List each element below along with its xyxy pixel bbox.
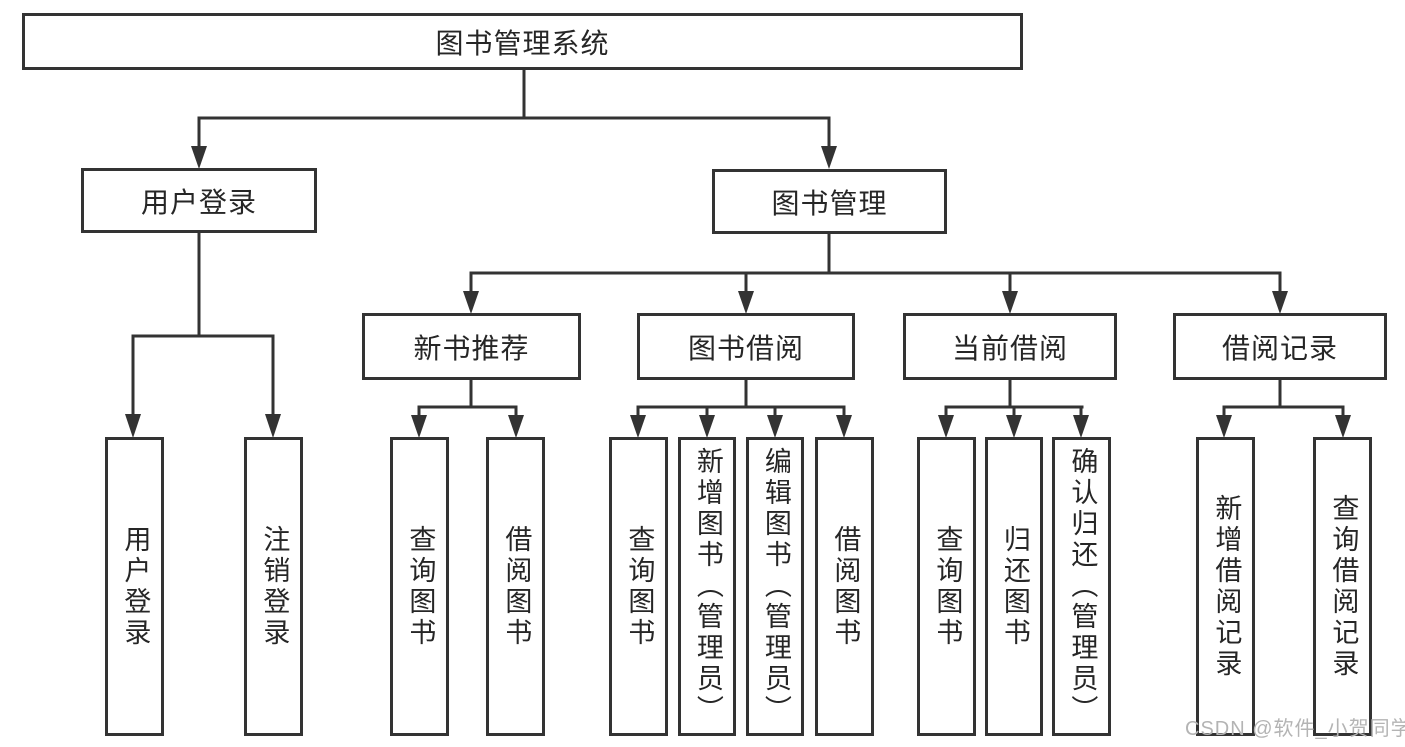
leaf-current-query: 查询图书 [917, 437, 976, 736]
node-book-management-label: 图书管理 [771, 187, 888, 219]
node-borrow-records: 借阅记录 [1173, 313, 1387, 380]
node-current-borrow: 当前借阅 [903, 313, 1117, 380]
arrow-down-icon [630, 415, 646, 438]
arrow-down-icon [265, 414, 281, 438]
edge-user-login-to-leaves [125, 233, 281, 438]
leaf-current-return: 归还图书 [985, 437, 1043, 736]
leaf-records-add-label: 新增借阅记录 [1211, 493, 1242, 680]
arrow-down-icon [411, 415, 427, 438]
leaf-logout: 注销登录 [244, 437, 303, 736]
arrow-down-icon [1335, 415, 1351, 438]
leaf-borrowing-borrow: 借阅图书 [815, 437, 874, 736]
edge-borrowing-to-leaves [630, 380, 852, 438]
arrow-down-icon [821, 146, 837, 169]
leaf-current-confirm-return-label: 确认归还（管理员） [1067, 447, 1098, 726]
arrow-down-icon [191, 146, 207, 169]
leaf-borrowing-query: 查询图书 [609, 437, 668, 736]
leaf-logout-label: 注销登录 [259, 524, 290, 649]
arrow-down-icon [508, 415, 524, 438]
edge-records-to-leaves [1216, 380, 1351, 438]
leaf-current-return-label: 归还图书 [999, 524, 1030, 649]
leaf-user-login-label: 用户登录 [120, 524, 151, 649]
node-new-books: 新书推荐 [362, 313, 581, 380]
edge-book-management-to-level3 [463, 234, 1288, 314]
arrow-down-icon [1073, 415, 1089, 438]
leaf-user-login: 用户登录 [105, 437, 164, 736]
arrow-down-icon [1002, 291, 1018, 314]
leaf-current-confirm-return: 确认归还（管理员） [1052, 437, 1111, 736]
csdn-watermark: CSDN @软件_小贺同学 [1185, 718, 1405, 740]
node-root-system-label: 图书管理系统 [435, 27, 610, 59]
leaf-borrowing-edit-label: 编辑图书（管理员） [760, 447, 791, 726]
arrow-down-icon [699, 415, 715, 438]
arrow-down-icon [1272, 291, 1288, 314]
leaf-records-query-label: 查询借阅记录 [1328, 493, 1359, 680]
leaf-newbooks-borrow-label: 借阅图书 [501, 524, 532, 649]
leaf-newbooks-borrow: 借阅图书 [486, 437, 545, 736]
edge-new-books-to-leaves [411, 380, 524, 438]
leaf-records-query: 查询借阅记录 [1313, 437, 1372, 736]
edge-current-to-leaves [938, 380, 1089, 438]
arrow-down-icon [738, 291, 754, 314]
node-borrow-records-label: 借阅记录 [1221, 332, 1338, 364]
arrow-down-icon [938, 415, 954, 438]
node-new-books-label: 新书推荐 [413, 332, 530, 364]
node-root-system: 图书管理系统 [22, 13, 1023, 70]
edge-root-to-level2 [191, 70, 837, 169]
arrow-down-icon [463, 291, 479, 314]
node-borrowing: 图书借阅 [637, 313, 855, 380]
leaf-borrowing-borrow-label: 借阅图书 [830, 524, 861, 649]
node-current-borrow-label: 当前借阅 [951, 332, 1068, 364]
node-book-management: 图书管理 [712, 169, 947, 234]
leaf-borrowing-query-label: 查询图书 [624, 524, 655, 649]
arrow-down-icon [125, 414, 141, 438]
leaf-newbooks-query-label: 查询图书 [405, 524, 436, 649]
node-user-login-label: 用户登录 [140, 186, 257, 218]
leaf-newbooks-query: 查询图书 [390, 437, 449, 736]
node-user-login: 用户登录 [81, 168, 317, 233]
leaf-current-query-label: 查询图书 [932, 524, 963, 649]
arrow-down-icon [767, 415, 783, 438]
leaf-borrowing-add: 新增图书（管理员） [678, 437, 736, 736]
leaf-records-add: 新增借阅记录 [1196, 437, 1255, 736]
arrow-down-icon [836, 415, 852, 438]
node-borrowing-label: 图书借阅 [687, 332, 804, 364]
arrow-down-icon [1216, 415, 1232, 438]
leaf-borrowing-edit: 编辑图书（管理员） [746, 437, 804, 736]
leaf-borrowing-add-label: 新增图书（管理员） [692, 447, 723, 726]
arrow-down-icon [1006, 415, 1022, 438]
